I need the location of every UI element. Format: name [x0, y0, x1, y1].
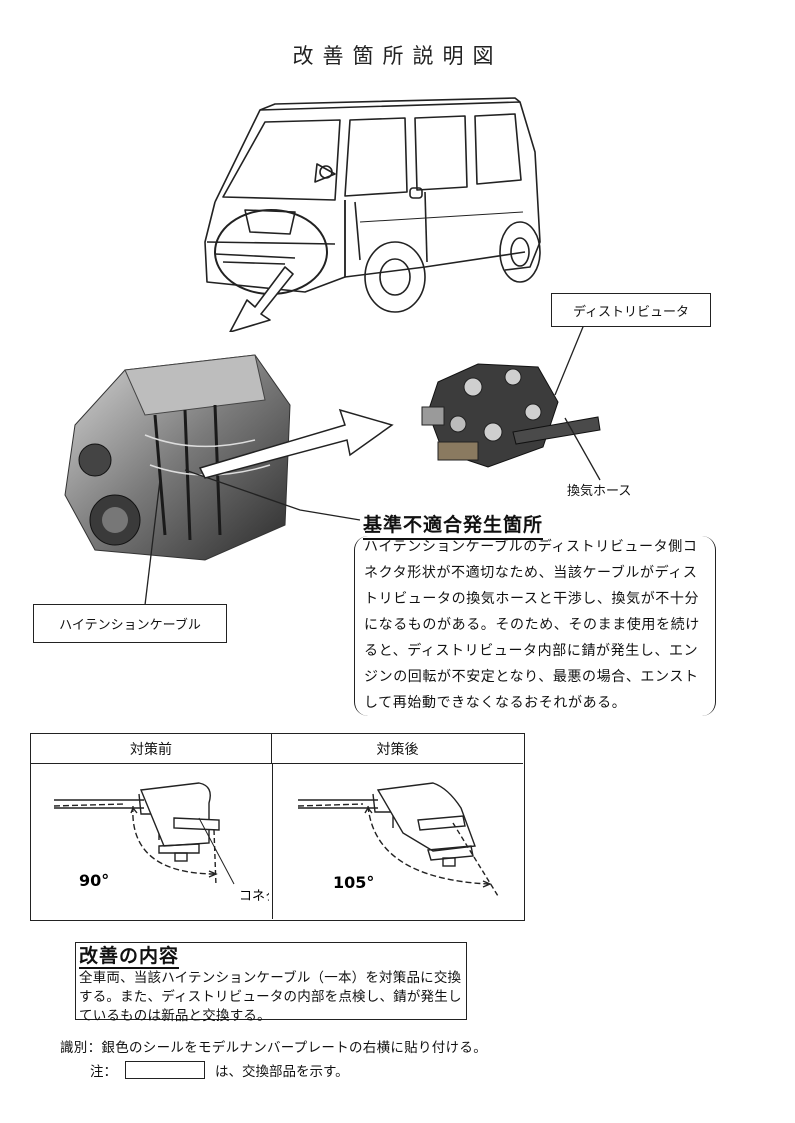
improvement-box: 改善の内容 全車両、当該ハイテンションケーブル（一本）を対策品に交換する。また、…	[75, 942, 467, 1024]
after-header: 対策後	[272, 734, 523, 764]
note-suffix: は、交換部品を示す。	[215, 1064, 349, 1080]
note-prefix: 注：	[90, 1064, 117, 1080]
engine-to-distributor-arrow	[198, 408, 394, 479]
cable-leader-line	[144, 479, 161, 606]
distributor-callout: ディストリビュータ	[551, 293, 711, 327]
replacement-part-marker	[125, 1061, 205, 1079]
after-angle-label: 105°	[333, 873, 374, 892]
before-angle-label: 90°	[79, 871, 109, 890]
note: 注： は、交換部品を示す。	[90, 1060, 349, 1080]
after-diagram: 105°	[297, 782, 499, 897]
defect-description: ハイテンションケーブルのディストリビュータ側コネクタ形状が不適切なため、当該ケー…	[364, 539, 700, 711]
column-divider	[272, 764, 273, 919]
breather-hose-label: 換気ホース	[567, 484, 632, 499]
identification-text: 識別：銀色のシールをモデルナンバープレートの右横に貼り付ける。	[60, 1040, 487, 1056]
defect-bracket	[354, 536, 716, 716]
comparison-table: 対策前 対策後 90° コネクタ	[30, 733, 525, 921]
engine-illustration	[64, 354, 291, 561]
hose-leader-line	[564, 417, 601, 481]
distributor-leader-line	[554, 321, 586, 396]
page-title: 改善箇所説明図	[292, 44, 503, 68]
before-diagram: 90° コネクタ	[53, 782, 269, 904]
improvement-heading: 改善の内容	[79, 945, 180, 969]
defect-heading: 基準不適合発生箇所	[363, 510, 544, 540]
connector-label: コネクタ	[239, 889, 269, 904]
van-illustration	[204, 97, 541, 332]
improvement-description: 全車両、当該ハイテンションケーブル（一本）を対策品に交換する。また、ディストリビ…	[79, 970, 462, 1024]
distributor-illustration	[421, 363, 601, 468]
high-tension-cable-callout: ハイテンションケーブル	[33, 604, 227, 643]
before-header: 対策前	[31, 734, 272, 764]
defect-leader-line	[184, 469, 361, 521]
distributor-label: ディストリビュータ	[572, 304, 690, 320]
high-tension-cable-label: ハイテンションケーブル	[59, 618, 201, 633]
